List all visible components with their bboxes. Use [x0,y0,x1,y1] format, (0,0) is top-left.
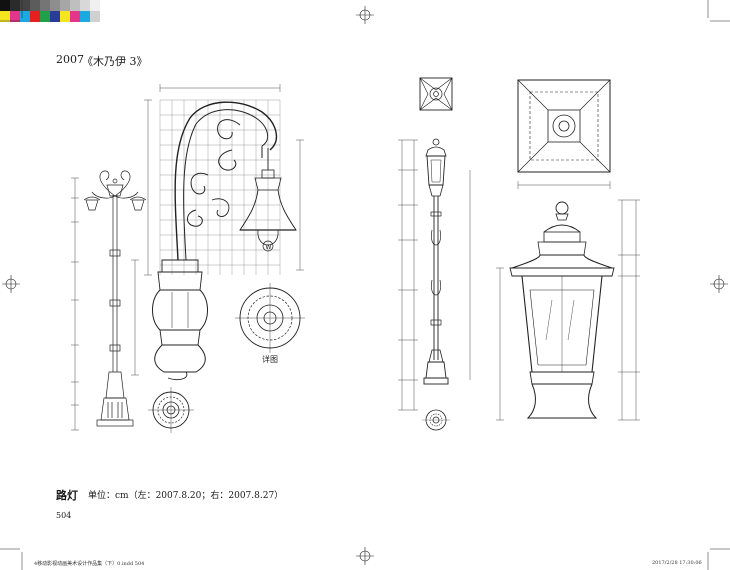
process-swatch [90,11,100,22]
process-swatch [20,11,30,22]
registration-color-bar [0,0,730,11]
caption-meta: 单位：cm（左：2007.8.20；右：2007.8.27） [88,491,284,501]
lamp-post-elevation-left [71,170,147,431]
page-year: 2007 [56,53,84,66]
page-number: 504 [56,511,72,520]
lantern-elevation-detail [496,199,640,421]
registration-swatch [50,0,60,11]
registration-swatch [80,0,90,11]
lamp-detail-plan [235,283,305,353]
registration-swatch [60,0,70,11]
process-color-bar [0,11,730,22]
registration-swatch [20,0,30,11]
film-title: 《木乃伊 3》 [82,55,148,68]
lantern-top-plan [517,79,611,189]
print-slug-file: 4移动影视动画美术设计作品集（下）0.indd 504 [34,561,145,567]
process-swatch [10,11,20,22]
process-swatch [50,11,60,22]
process-swatch [60,11,70,22]
registration-swatch [10,0,20,11]
process-swatch [0,11,10,22]
process-swatch [80,11,90,22]
process-swatch [40,11,50,22]
process-swatch [70,11,80,22]
svg-text:W: W [266,244,272,251]
lamp-post-elevation-right [398,77,471,431]
registration-swatch [70,0,80,11]
registration-swatch [40,0,50,11]
registration-swatch [90,0,100,11]
registration-swatch [0,0,10,11]
process-swatch [30,11,40,22]
scroll-arm-detail: W [131,84,304,381]
post-plan-view [148,387,194,433]
registration-swatch [30,0,40,11]
detail-label: 详图 [262,355,278,364]
print-slug-timestamp: 2017/2/28 17:30:06 [652,560,702,566]
caption-title: 路灯 [56,489,78,502]
